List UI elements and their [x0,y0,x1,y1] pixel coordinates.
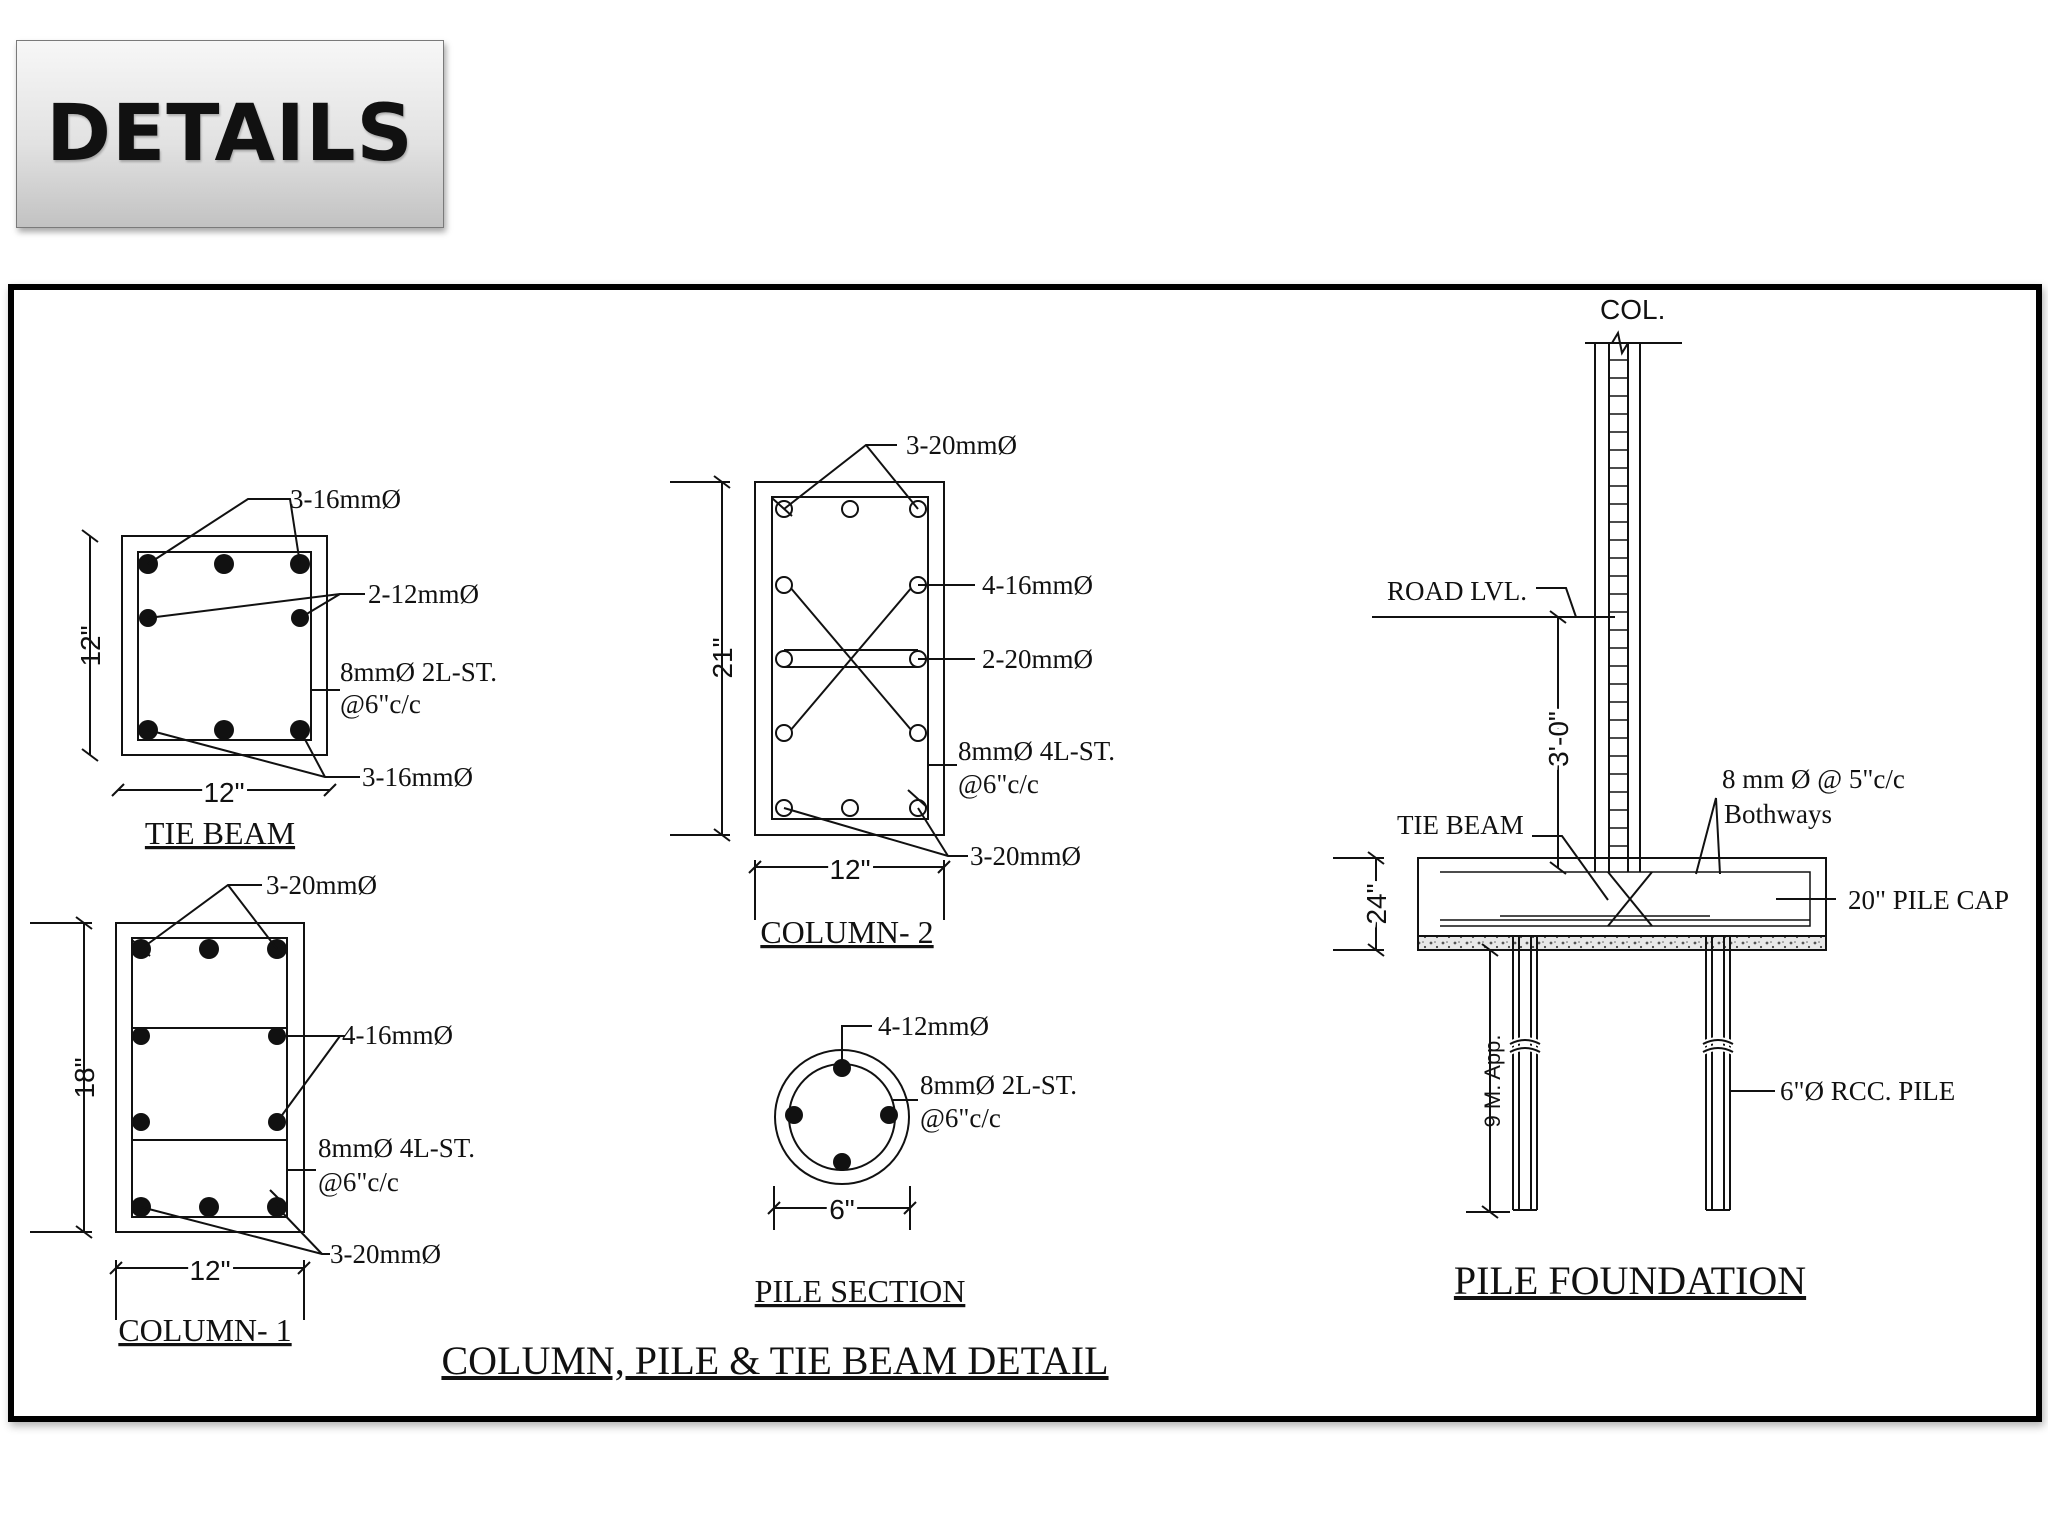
column-2-stirrup-label: 8mmØ 4L-ST. [958,736,1115,766]
pile-stirrup-label: 8mmØ 2L-ST. [920,1070,1077,1100]
column-2-section [670,444,975,920]
pile-spacing-label: @6"c/c [920,1103,1001,1133]
pile-section-caption: PILE SECTION [755,1273,966,1309]
column-1-width-dim: 12" [189,1255,230,1286]
main-caption: COLUMN, PILE & TIE BEAM DETAIL [441,1338,1108,1383]
rcc-pile-left [1508,936,1542,1211]
rebar-dot [199,939,219,959]
pile-section [767,1025,918,1230]
rebar-dot [132,1027,150,1045]
pile-bars-label: 4-12mmØ [878,1011,989,1041]
tie-beam-bottom-bars-label: 3-16mmØ [362,762,473,792]
tie-beam-outline [121,535,328,756]
cap-depth-dim: 24" [1361,883,1392,924]
column-1-section [30,884,345,1320]
pile-cap-label: 20" PILE CAP [1848,885,2009,915]
tie-beam-section [81,498,365,797]
column-1-top-bars-label: 3-20mmØ [266,870,377,900]
column-1-stirrup [131,937,288,1218]
pile-length-dim: 9 M. App. [1480,1035,1505,1128]
pile-foundation [1333,330,1836,1219]
rcc-pile-label: 6"Ø RCC. PILE [1780,1076,1955,1106]
rebar-dot [841,799,859,817]
leader-line [140,884,262,950]
pile-diameter-dim: 6" [829,1194,855,1225]
rebar-dot [880,1106,898,1124]
leader-line [1695,797,1721,875]
title-box: DETAILS [16,40,444,228]
column-1-side-bars-label: 4-16mmØ [342,1020,453,1050]
pile-foundation-caption: PILE FOUNDATION [1454,1258,1806,1303]
leader-line [783,444,897,510]
tie-beam-ref-label: TIE BEAM [1397,810,1524,840]
tie-beam-width-dim: 12" [203,777,244,808]
leader-line [147,729,360,778]
col-label: COL. [1600,294,1665,325]
column-1-bottom-bars-label: 3-20mmØ [330,1239,441,1269]
rebar-dot [214,720,234,740]
rebar-dot [909,724,927,742]
rebar-dot [833,1153,851,1171]
tie-beam-stirrup-label: 8mmØ 2L-ST. [340,657,497,687]
column-2-side-bars-label: 4-16mmØ [982,570,1093,600]
page-title: DETAILS [46,89,414,179]
column-1-height-dim: 18" [69,1057,100,1098]
rebar-dot [775,724,793,742]
column-1-spacing-label: @6"c/c [318,1167,399,1197]
tie-beam-height-dim: 12" [75,625,106,666]
rebar-dot [785,1106,803,1124]
column-2-bottom-bars-label: 3-20mmØ [970,841,1081,871]
column-1-caption: COLUMN- 1 [118,1312,291,1348]
rebar-dot [841,500,859,518]
rebar-dot [199,1197,219,1217]
leader-line [1532,835,1609,901]
column-1-stirrup-label: 8mmØ 4L-ST. [318,1133,475,1163]
rcc-pile-right [1701,936,1735,1211]
rebar-spacing-label: 8 mm Ø @ 5"c/c [1722,764,1905,794]
tie-beam-caption: TIE BEAM [145,815,295,851]
tie-beam-side-bars-label: 2-12mmØ [368,579,479,609]
tie-beam-spacing-label: @6"c/c [340,689,421,719]
leader-line [841,1025,872,1068]
bothways-label: Bothways [1724,799,1832,829]
column-2-width-dim: 12" [829,854,870,885]
pcc-bed [1417,935,1827,951]
column-2-height-dim: 21" [707,637,738,678]
leader-line [783,807,968,857]
column-2-middle-bars-label: 2-20mmØ [982,644,1093,674]
rebar-dot [775,650,793,668]
column-2-top-bars-label: 3-20mmØ [906,430,1017,460]
road-level-label: ROAD LVL. [1387,576,1527,606]
tie-beam-top-bars-label: 3-16mmØ [290,484,401,514]
tie-beam-stirrup [137,551,312,741]
depth-dim: 3'-0" [1543,711,1574,767]
rebar-dot [775,576,793,594]
rebar-dot [132,1113,150,1131]
column-2-caption: COLUMN- 2 [760,914,933,950]
column-2-spacing-label: @6"c/c [958,769,1039,799]
rebar-dot [214,554,234,574]
drawing-frame [8,284,2042,1422]
leader-line [140,1206,330,1255]
column-1-outline [115,922,305,1233]
